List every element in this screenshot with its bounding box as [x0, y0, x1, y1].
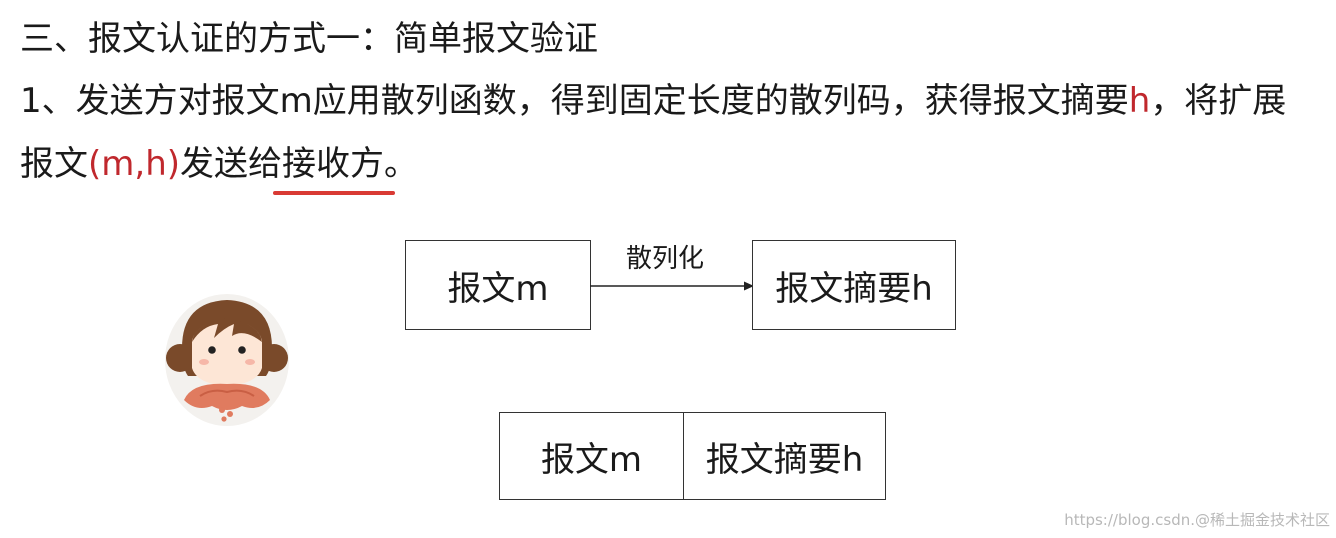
- description-line-1: 1、发送方对报文m应用散列函数，得到固定长度的散列码，获得报文摘要h，将扩展: [20, 78, 1320, 124]
- description-line-2: 报文(m,h)发送给接收方。: [20, 141, 1320, 187]
- digest-box: 报文摘要h: [752, 240, 956, 330]
- emphasis-underline: [273, 191, 395, 195]
- description-text-cont: ，将扩展: [1150, 81, 1287, 121]
- description-text: 1、发送方对报文m应用散列函数，得到固定长度的散列码，获得报文摘要: [20, 81, 1129, 121]
- combined-message-cell: 报文m: [499, 412, 684, 500]
- description-text-cont: 发送给接收方。: [180, 144, 419, 184]
- hash-arrow-label: 散列化: [626, 244, 705, 274]
- hash-arrow: [590, 281, 754, 291]
- girl-avatar-icon: [165, 294, 289, 426]
- digest-symbol: h: [1128, 81, 1151, 121]
- page-title: 三、报文认证的方式一：简单报文验证: [20, 19, 598, 59]
- watermark: https://blog.csdn.@稀土掘金技术社区: [1064, 511, 1330, 529]
- combined-digest-cell: 报文摘要h: [683, 412, 886, 500]
- description-text: 报文: [20, 144, 88, 184]
- extended-message-symbol: (m,h): [88, 144, 181, 184]
- message-box: 报文m: [405, 240, 591, 330]
